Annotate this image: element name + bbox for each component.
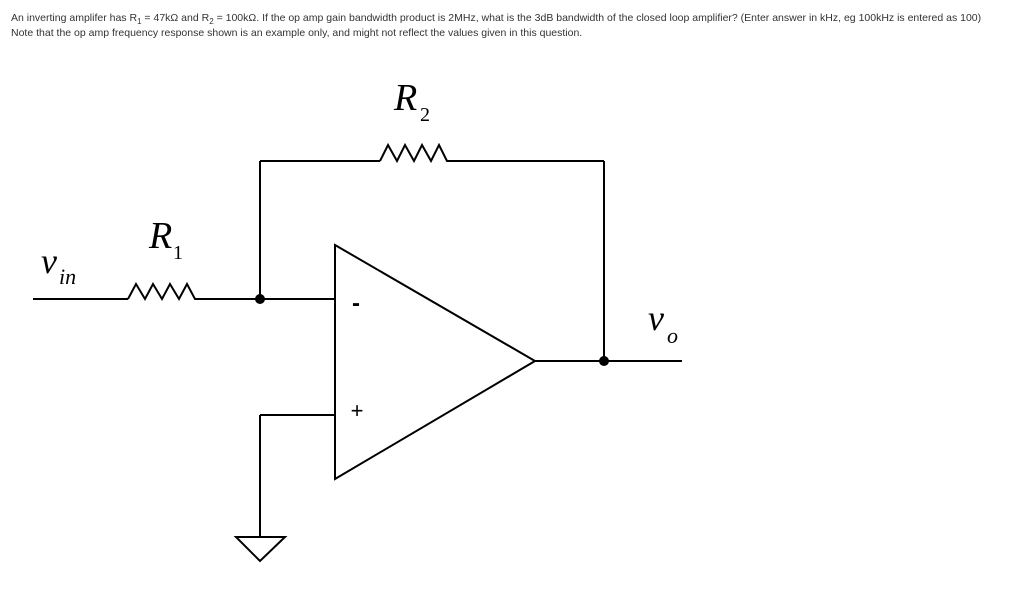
input-junction-dot: [255, 294, 265, 304]
r2-resistor: [379, 142, 455, 164]
question-mid1: = 47kΩ and R: [141, 12, 210, 24]
r2-subscript: 2: [209, 17, 214, 27]
question-mid2: = 100kΩ. If the op amp gain bandwidth pr…: [213, 12, 982, 24]
question-note: Note that the op amp frequency response …: [11, 27, 583, 39]
op-amp-triangle: [334, 243, 537, 481]
r1-label-subscript: 1: [173, 242, 183, 264]
question-paragraph: An inverting amplifer has R1 = 47kΩ and …: [11, 11, 1011, 26]
vo-label-subscript: o: [667, 323, 678, 348]
vo-label: v: [648, 298, 664, 338]
r2-label-subscript: 2: [420, 104, 430, 126]
ground-symbol: [233, 536, 288, 563]
output-junction-dot: [599, 356, 609, 366]
minus-sign: -: [352, 290, 360, 317]
question-intro: An inverting amplifer has R: [11, 12, 138, 24]
r1-label: R: [148, 215, 172, 257]
question-text: An inverting amplifer has R1 = 47kΩ and …: [11, 11, 1011, 41]
plus-sign: +: [351, 398, 364, 423]
r2-label: R: [393, 77, 417, 119]
r1-subscript: 1: [137, 17, 142, 27]
vin-label-subscript: in: [59, 264, 76, 289]
vin-label: v: [41, 241, 57, 281]
r1-resistor: [127, 281, 203, 302]
